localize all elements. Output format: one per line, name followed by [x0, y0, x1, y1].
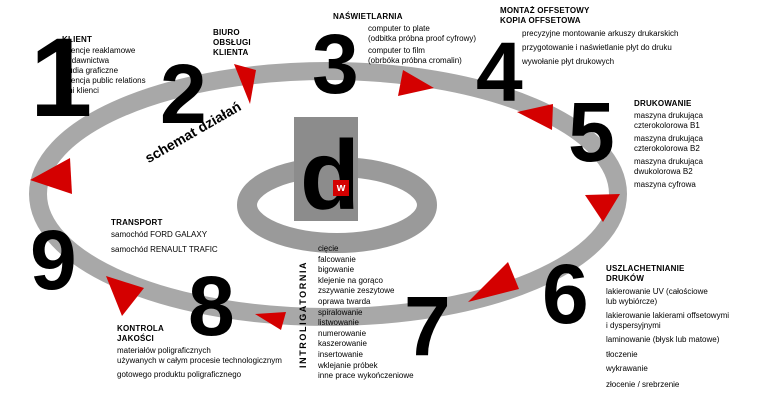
- step-1-list: agencje reaklamowe wydawnictwa studia gr…: [62, 46, 146, 96]
- logo-badge: w: [333, 180, 349, 196]
- step-2-number: 2: [160, 47, 207, 141]
- step-7-item: insertowanie: [318, 349, 363, 359]
- step-7-title: INTROLIGATORNIA: [298, 260, 308, 368]
- step-8-item: gotowego produktu poligraficznego: [117, 370, 242, 379]
- step-7-item: cięcie: [318, 244, 339, 253]
- step-1-item: agencje reaklamowe: [62, 46, 136, 55]
- step-7-item: inne prace wykończeniowe: [318, 371, 414, 381]
- step-1-item: wydawnictwa: [62, 56, 110, 65]
- step-5-number: 5: [568, 85, 615, 179]
- step-4-item: przygotowanie i naświetlanie płyt do dru…: [522, 43, 672, 52]
- step-1-number: 1: [30, 15, 93, 140]
- step-7-item: numerowanie: [318, 328, 367, 338]
- step-6-list: lakierowanie UV (całościowe lub wybiórcz…: [606, 287, 729, 392]
- step-7-item: bigowanie: [318, 265, 355, 275]
- step-9-title: TRANSPORT: [111, 218, 163, 227]
- step-6-number: 6: [542, 247, 589, 341]
- flow-arrows: [30, 64, 620, 330]
- step-7-item: falcowanie: [318, 254, 356, 264]
- step-8-title: KONTROLA JAKOŚCI: [117, 324, 164, 343]
- logo-background: [294, 117, 358, 221]
- step-8-item: materiałów poligraficznych używanych w c…: [117, 346, 282, 365]
- flow-arrow: [468, 262, 519, 302]
- step-9-number: 9: [30, 213, 77, 307]
- step-5-list: maszyna drukująca czterokolorowa B1 masz…: [634, 111, 703, 192]
- step-6-item: tłoczenie: [606, 350, 638, 359]
- step-5-item: maszyna cyfrowa: [634, 180, 696, 189]
- step-7-number: 7: [404, 279, 451, 373]
- flow-arrow: [517, 104, 553, 130]
- step-7-item: klejenie na gorąco: [318, 275, 383, 285]
- flow-arrow: [234, 64, 256, 104]
- step-4-number: 4: [476, 25, 523, 119]
- step-7-item: kaszerowanie: [318, 339, 367, 349]
- step-8-list: materiałów poligraficznych używanych w c…: [117, 346, 282, 382]
- flow-arrow: [255, 312, 286, 330]
- step-7-item: zszywanie zeszytowe: [318, 286, 395, 296]
- step-7-list: cięcie falcowanie bigowanie klejenie na …: [318, 244, 414, 382]
- step-1-item: studia graficzne: [62, 66, 119, 75]
- flow-arrow: [106, 276, 144, 316]
- flow-arrow: [398, 70, 434, 96]
- step-6-item: złocenie / srebrzenie: [606, 380, 680, 389]
- step-4-item: precyzyjne montowanie arkuszy drukarskic…: [522, 29, 679, 38]
- step-9-item: samochód FORD GALAXY: [111, 230, 208, 239]
- step-5-item: maszyna drukująca czterokolorowa B2: [634, 134, 703, 153]
- step-9-list: samochód FORD GALAXY samochód RENAULT TR…: [111, 230, 218, 257]
- step-7-item: listwowanie: [318, 318, 359, 328]
- step-6-title: USZLACHETNIANIE DRUKÓW: [606, 264, 685, 283]
- step-4-title: MONTAŻ OFFSETOWY KOPIA OFFSETOWA: [500, 6, 590, 25]
- step-9-item: samochód RENAULT TRAFIC: [111, 245, 218, 254]
- step-1-item: agencja public relations: [62, 76, 146, 85]
- company-logo: d: [300, 120, 360, 230]
- step-8-number: 8: [188, 259, 235, 353]
- step-4-item: wywołanie płyt drukowych: [522, 57, 615, 66]
- step-6-item: wykrawanie: [606, 364, 648, 373]
- step-3-item: computer to film (obrbóka próbna cromali…: [368, 46, 462, 65]
- step-7-item: spiralowanie: [318, 307, 363, 317]
- step-1-item: inni klienci: [62, 86, 99, 95]
- step-6-item: laminowanie (błysk lub matowe): [606, 335, 720, 344]
- step-1-title: KLIENT: [62, 35, 93, 44]
- step-4-list: precyzyjne montowanie arkuszy drukarskic…: [522, 29, 679, 69]
- step-5-item: maszyna drukująca dwukolorowa B2: [634, 157, 703, 176]
- step-2-title: BIURO OBSŁUGI KLIENTA: [213, 28, 251, 57]
- step-3-title: NAŚWIETLARNIA: [333, 12, 403, 21]
- flow-arrow: [585, 194, 620, 222]
- outer-ring: [29, 62, 627, 326]
- step-3-number: 3: [312, 17, 359, 111]
- step-6-item: lakierowanie lakierami offsetowymi i dys…: [606, 311, 730, 330]
- step-5-title: DRUKOWANIE: [634, 99, 692, 108]
- step-7-item: oprawa twarda: [318, 296, 371, 306]
- flow-arrow: [30, 158, 72, 194]
- step-5-item: maszyna drukująca czterokolorowa B1: [634, 111, 703, 130]
- step-3-item: computer to plate (odbitka próbna proof …: [368, 24, 477, 43]
- step-6-item: lakierowanie UV (całościowe lub wybiórcz…: [606, 287, 708, 306]
- step-3-list: computer to plate (odbitka próbna proof …: [368, 24, 476, 66]
- step-7-item: wklejanie próbek: [318, 360, 378, 370]
